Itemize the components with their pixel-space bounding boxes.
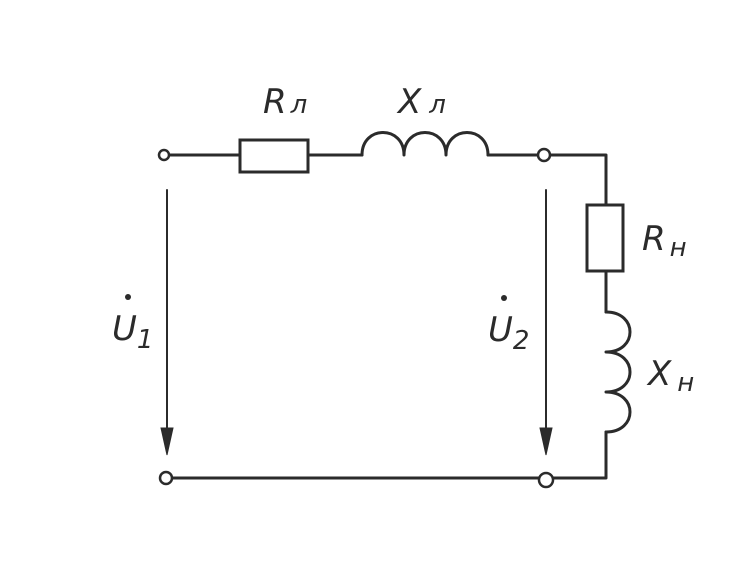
- input-terminal-top: [157, 148, 171, 162]
- line-reactance-symbol: X: [396, 82, 422, 122]
- input-voltage-dot: [125, 294, 131, 300]
- input-voltage-label: U1: [112, 309, 153, 355]
- load-reactance-subscript: н: [677, 368, 694, 398]
- output-voltage-dot: [501, 295, 507, 301]
- input-terminal-bottom: [158, 470, 174, 486]
- output-voltage-subscript: 2: [513, 326, 530, 356]
- line-reactance-subscript: л: [428, 90, 446, 120]
- output-terminal-top: [536, 147, 552, 163]
- input-voltage-arrow-head: [160, 427, 174, 456]
- load-inductor: [604, 310, 632, 434]
- input-voltage-symbol: U: [112, 309, 137, 349]
- line-resistor: [238, 138, 310, 174]
- output-voltage-label: U2: [488, 310, 529, 356]
- output-voltage-arrow-head: [539, 427, 553, 456]
- line-resistance-subscript: л: [290, 90, 308, 120]
- line-resistance-symbol: R: [263, 82, 287, 122]
- output-terminal-bottom: [537, 471, 555, 489]
- load-resistor: [585, 203, 625, 273]
- load-reactance-symbol: X: [646, 354, 672, 394]
- load-resistance-symbol: R: [642, 219, 666, 259]
- load-bottom-wire: [550, 430, 608, 480]
- input-voltage-subscript: 1: [137, 325, 154, 355]
- line-inductor: [360, 131, 490, 157]
- load-resistance-subscript: н: [670, 233, 687, 263]
- output-voltage-symbol: U: [488, 310, 513, 350]
- load-top-wire: [548, 153, 608, 207]
